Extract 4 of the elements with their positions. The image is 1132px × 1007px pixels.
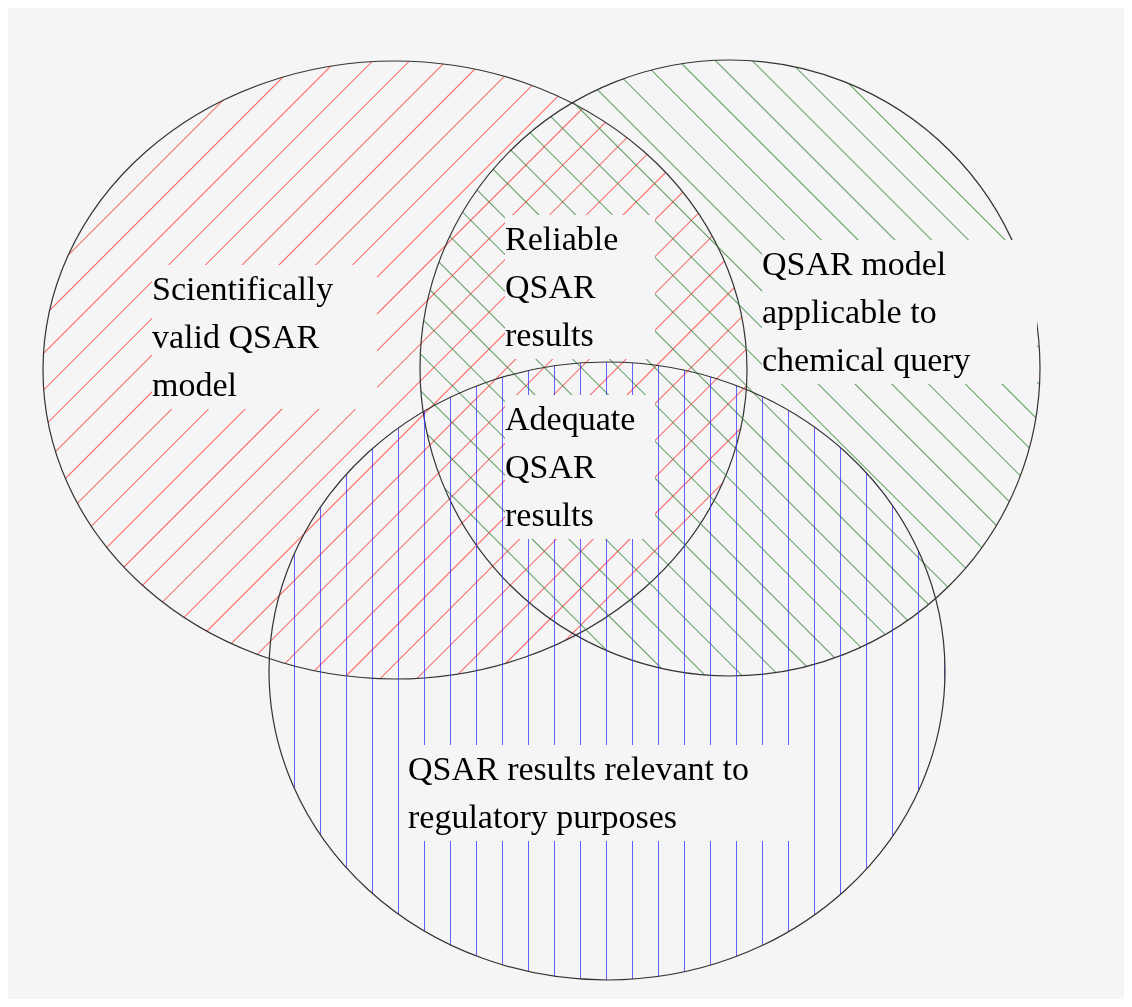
circle-label: QSAR model applicable to chemical query xyxy=(762,240,1037,384)
circle-label: Scientifically valid QSAR model xyxy=(152,265,377,409)
region-label: Adequate QSAR results xyxy=(505,395,655,539)
region-label: Reliable QSAR results xyxy=(505,215,655,359)
